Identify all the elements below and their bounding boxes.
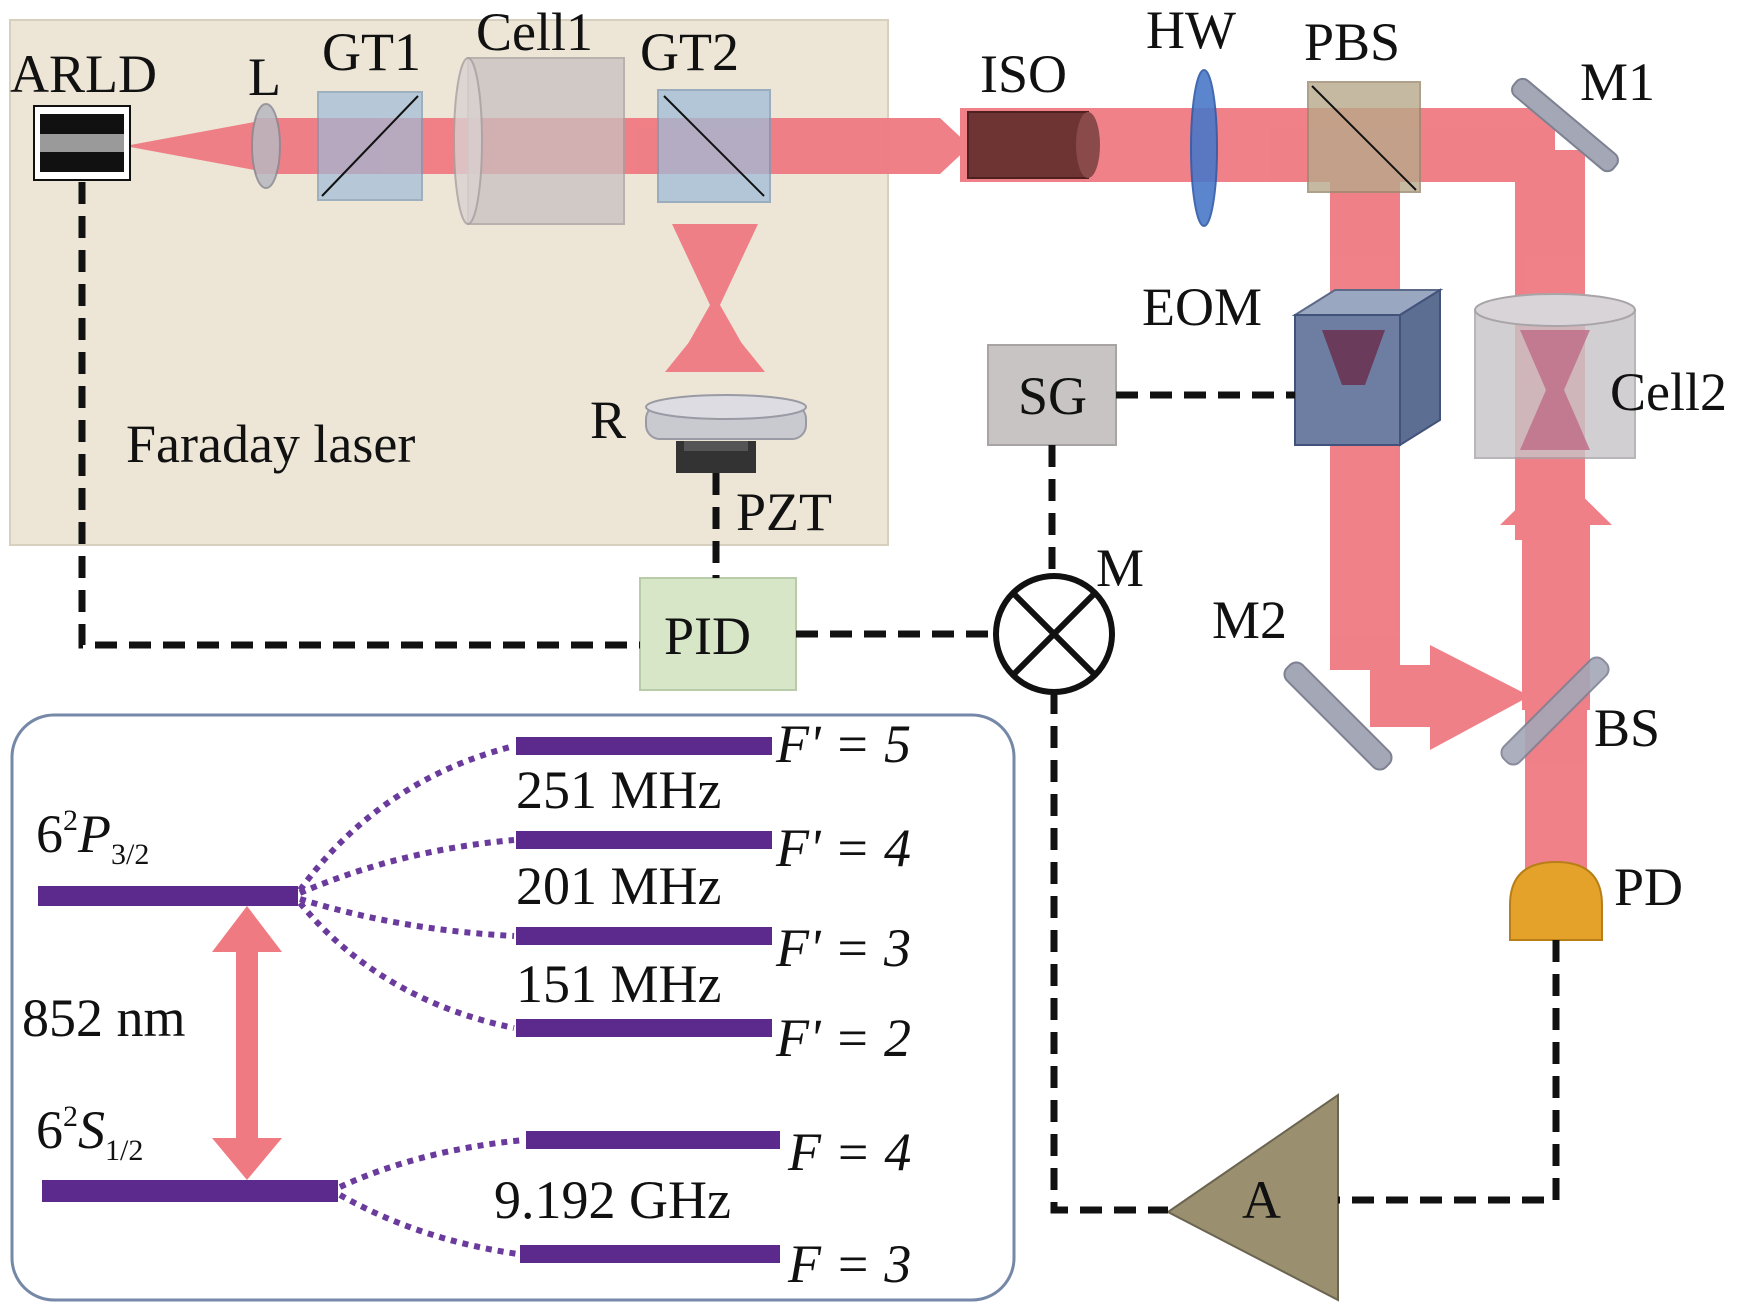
gt1-label: GT1 [322, 22, 421, 82]
mixer [993, 573, 1115, 695]
half-wave-plate [1190, 69, 1218, 227]
sublevel-f3-label: F' = 3 [775, 918, 911, 978]
pzt-label: PZT [736, 482, 832, 542]
cell1 [453, 57, 625, 225]
signal-generator [987, 344, 1117, 446]
level-f4 [516, 831, 772, 849]
level-f5 [516, 737, 772, 755]
lens-label: L [248, 47, 281, 107]
amp-label: A [1242, 1170, 1281, 1230]
m2-label: M2 [1212, 590, 1287, 650]
line-mixer-amp [1050, 692, 1168, 1214]
sublevel-f3-ground-label: F = 3 [787, 1234, 911, 1294]
line-pd-amp [1338, 940, 1560, 1204]
splitting-9192-label: 9.192 GHz [494, 1170, 731, 1230]
gt1-prism [317, 91, 423, 201]
mixer-label: M [1096, 538, 1144, 598]
cell2-label: Cell2 [1610, 362, 1727, 422]
beam-to-feedback [672, 224, 758, 372]
pbs-cube [1307, 81, 1421, 193]
pid-controller [639, 577, 797, 691]
beam-splitter [1500, 656, 1610, 766]
arld-label: ARLD [10, 44, 157, 104]
splitting-151-label: 151 MHz [516, 954, 721, 1014]
sg-label: SG [1018, 366, 1087, 426]
gt2-label: GT2 [640, 22, 739, 82]
pd-label: PD [1614, 857, 1683, 917]
mirror-m2 [1283, 661, 1393, 771]
level-f4-ground [526, 1131, 780, 1149]
level-f3-ground [520, 1245, 780, 1263]
feedback-mirror [645, 394, 807, 440]
cell1-label: Cell1 [476, 2, 593, 62]
sublevel-f5-label: F' = 5 [775, 714, 911, 774]
line-arld-pid [78, 182, 640, 649]
gt2-prism [657, 89, 771, 203]
r-label: R [590, 390, 626, 450]
connector-f3 [299, 896, 515, 939]
level-dotted-connectors [297, 743, 525, 1257]
level-s12 [42, 1180, 338, 1202]
eom-label: EOM [1142, 277, 1262, 337]
level-f2 [516, 1019, 772, 1037]
connector-f5 [297, 743, 515, 892]
level-f3 [516, 927, 772, 945]
pid-label: PID [664, 606, 751, 666]
s-state-label: 62S1/2 [36, 1100, 143, 1167]
faraday-laser-label: Faraday laser [126, 414, 415, 474]
isolator [967, 111, 1100, 179]
beam-up-arrow [1500, 470, 1612, 525]
connector-f2 [297, 901, 515, 1031]
signal-lines [78, 182, 1560, 1214]
connector-f4 [298, 837, 515, 896]
beam-arld-divergence [125, 120, 265, 172]
beam-feedback-arrow [665, 310, 765, 372]
sublevel-f4-label: F' = 4 [775, 818, 911, 878]
m1-label: M1 [1580, 52, 1655, 112]
level-bars [38, 737, 780, 1263]
pzt-actuator [676, 441, 756, 473]
arld-diode [33, 105, 131, 181]
sublevel-f4-ground-label: F = 4 [787, 1122, 911, 1182]
splitting-201-label: 201 MHz [516, 856, 721, 916]
level-p32 [38, 886, 298, 906]
transition-arrow [212, 906, 282, 1180]
eom-cube [1291, 288, 1444, 447]
iso-label: ISO [980, 44, 1067, 104]
beam-expander [885, 118, 970, 174]
pbs-label: PBS [1304, 12, 1400, 72]
bs-label: BS [1594, 698, 1660, 758]
splitting-251-label: 251 MHz [516, 760, 721, 820]
hw-label: HW [1146, 0, 1236, 60]
wavelength-label: 852 nm [22, 988, 186, 1048]
p-state-label: 62P3/2 [36, 804, 149, 871]
lens [251, 103, 281, 189]
cell2 [1474, 293, 1636, 459]
beam-m2-arrow [1430, 645, 1530, 750]
mirror-m1 [1511, 77, 1619, 173]
sublevel-f2-label: F' = 2 [775, 1008, 911, 1068]
photodetector [1509, 860, 1603, 941]
